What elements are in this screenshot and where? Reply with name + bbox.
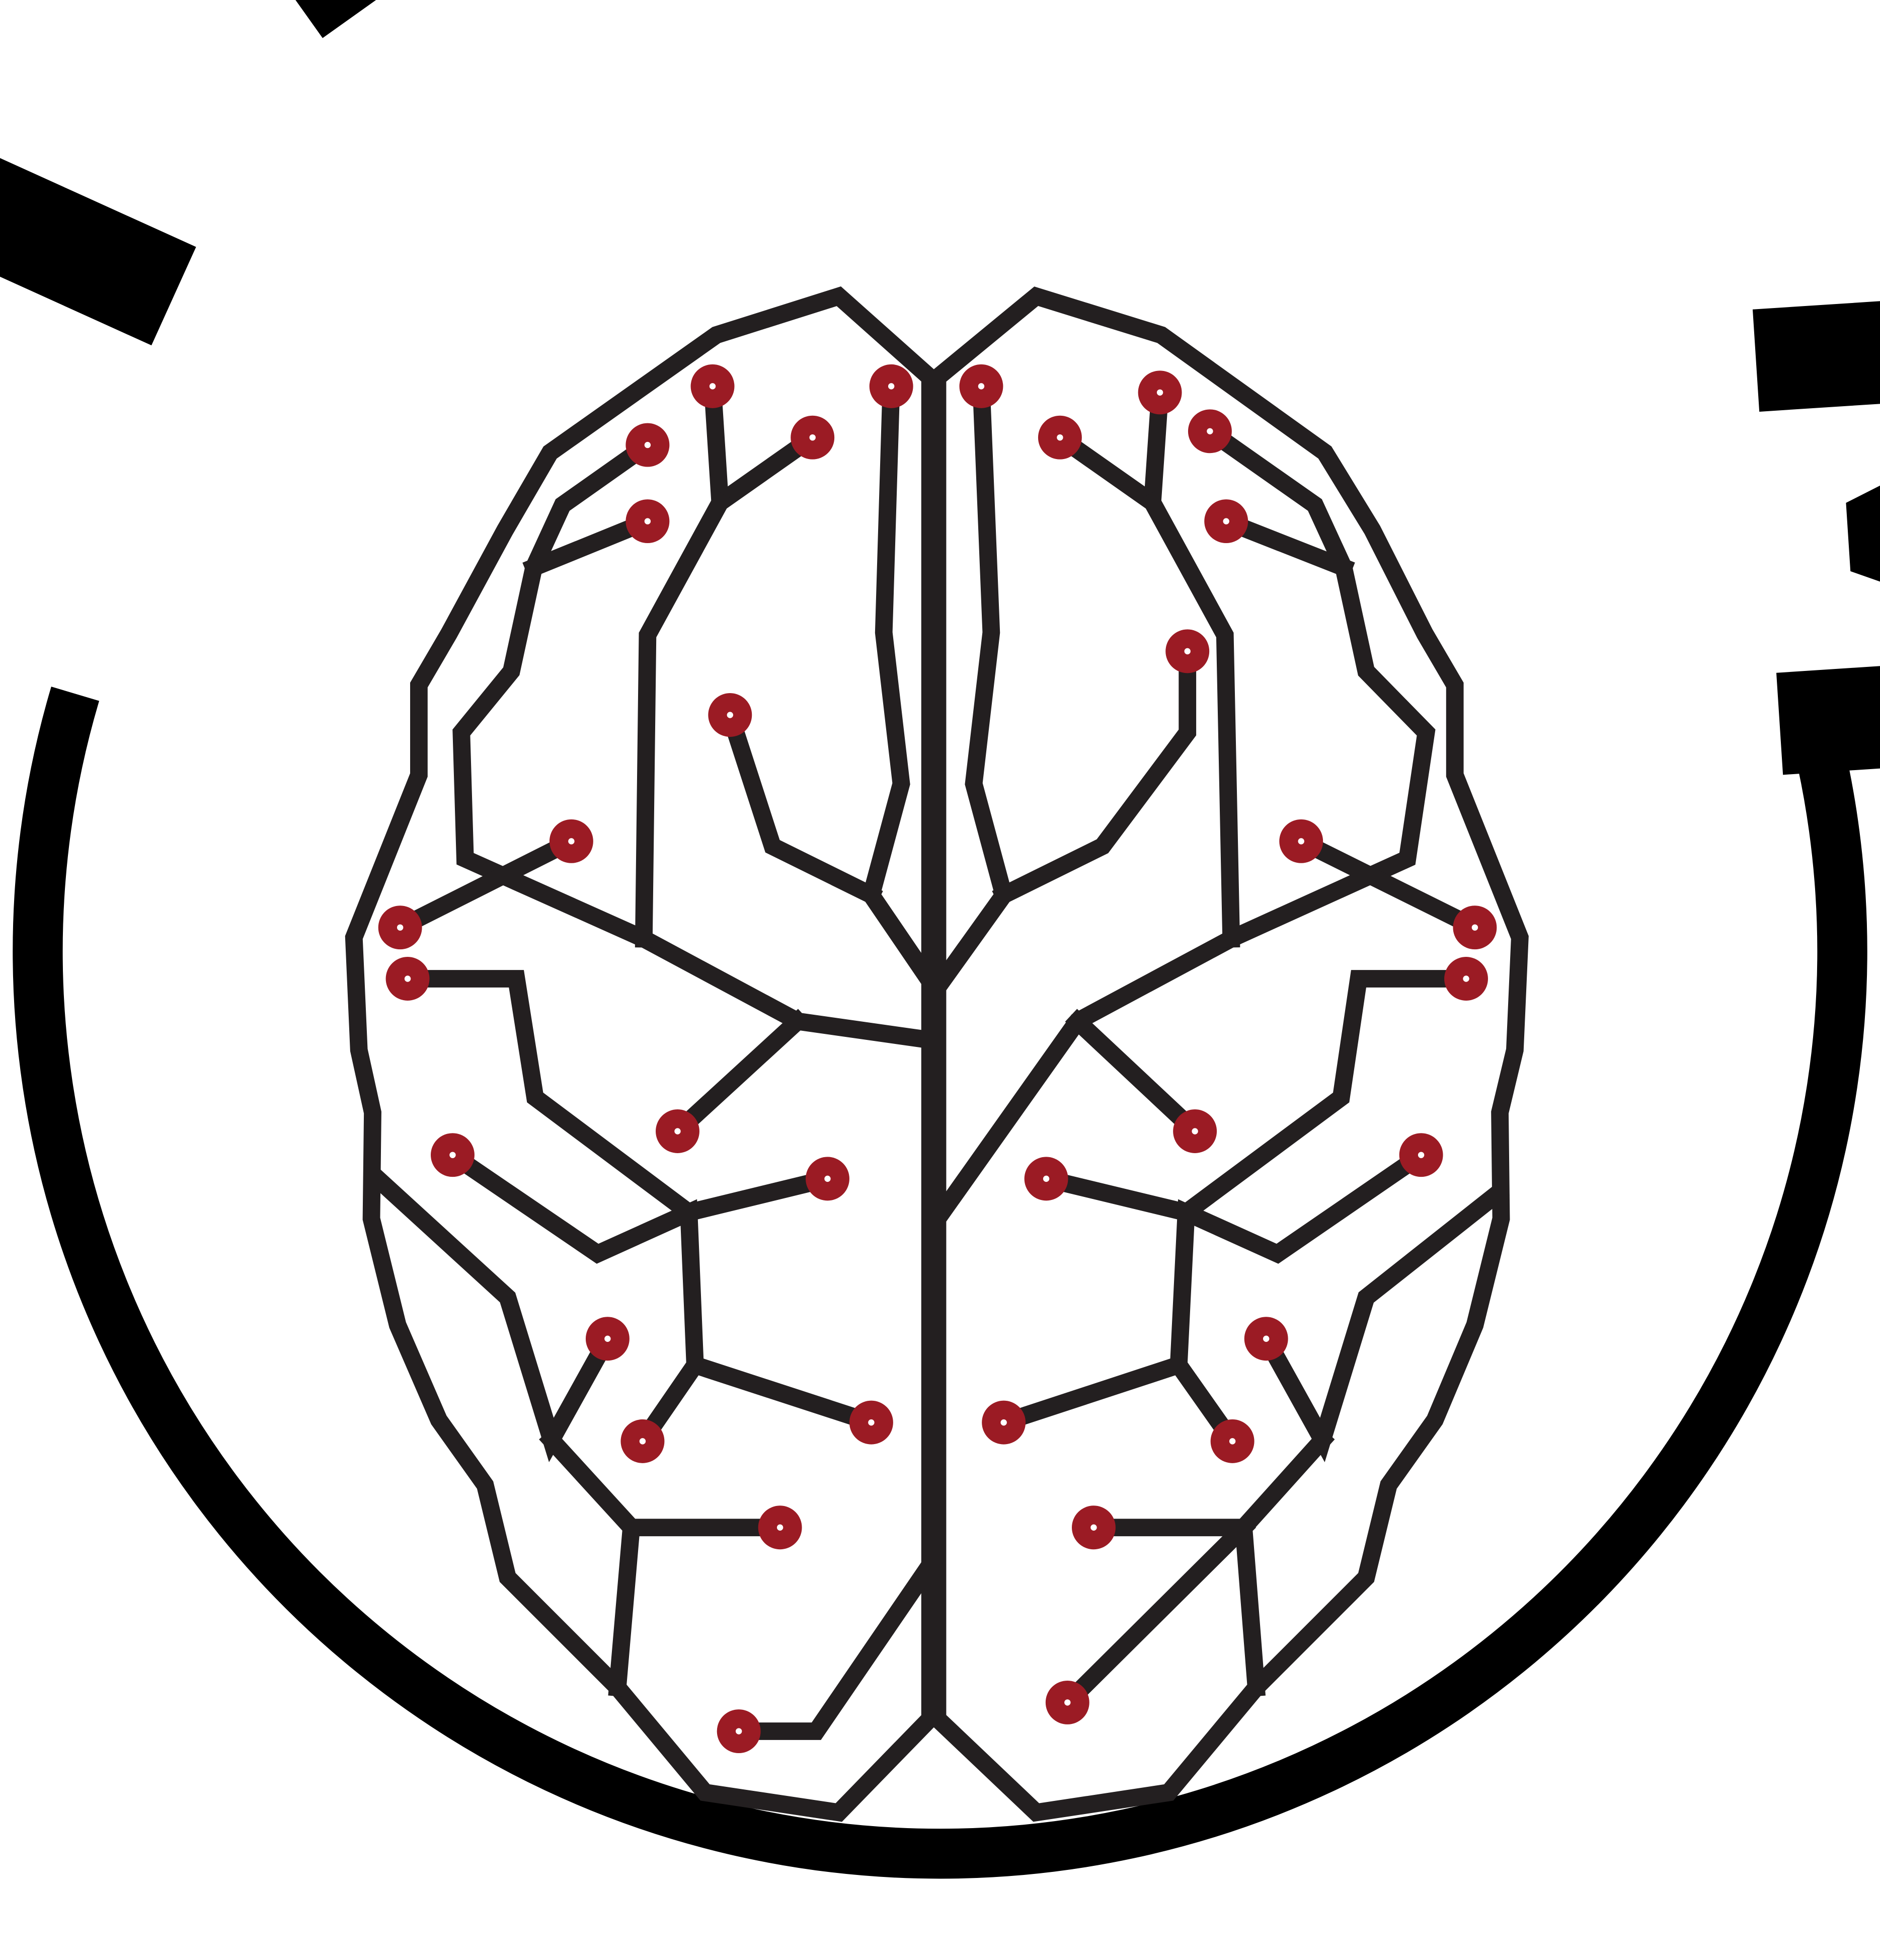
trace [861, 377, 943, 994]
ring-arc [13, 687, 1867, 1879]
circuit-node-icon [625, 423, 670, 467]
trace [1036, 970, 1475, 1222]
trace [992, 642, 1197, 907]
circuit-node-icon [1453, 906, 1497, 950]
trace [730, 1553, 943, 1740]
trace [1085, 1427, 1335, 1537]
right-circuit-traces [925, 377, 1510, 1715]
trace [1065, 1009, 1208, 1144]
circuit-node-icon [791, 415, 835, 460]
circuit-node-icon [625, 499, 670, 544]
circuit-node-icon [620, 1419, 665, 1463]
circuit-node-icon [656, 1109, 699, 1153]
left-hemisphere-outline [345, 286, 939, 1822]
circuit-node-icon [1138, 370, 1182, 415]
trace [665, 1009, 810, 1144]
circuit-node-icon [708, 693, 752, 737]
trace [399, 970, 838, 1222]
circuit-node-icon [1165, 629, 1210, 673]
circuit-node-icon [982, 1400, 1026, 1445]
trace [365, 1166, 620, 1463]
circuit-node-icon [1173, 1109, 1217, 1153]
outer-ring [13, 687, 1867, 1879]
circuit-node-icon [1204, 499, 1248, 544]
circuit-node-icon [849, 1400, 893, 1445]
circuit-node-icon [1210, 1419, 1255, 1463]
circuit-node-icon [1279, 819, 1323, 863]
trace [388, 829, 583, 940]
circuit-node-icon [1244, 1317, 1288, 1361]
trace [925, 377, 1013, 1000]
left-circuit-traces [365, 376, 943, 1740]
right-hemisphere-outline [928, 286, 1529, 1822]
trace [635, 490, 732, 948]
circuit-node-icon [1024, 1157, 1068, 1201]
circuit-node-icon [1444, 957, 1488, 1001]
circuit-node-icon [585, 1317, 630, 1361]
circuit-node-icon [549, 819, 593, 863]
circuit-node-icon [1399, 1133, 1443, 1177]
circuit-node-icon [431, 1133, 475, 1177]
circuit-node-icon [1188, 409, 1232, 454]
circuit-node-icon [869, 364, 913, 408]
circuit-node-icon [1038, 415, 1082, 460]
trace [440, 1143, 883, 1434]
trace [1055, 1515, 1257, 1715]
trace [1234, 1518, 1266, 1697]
circuit-node-icon [959, 364, 1003, 408]
trace [1289, 830, 1487, 939]
trace [1254, 1181, 1510, 1463]
trace [452, 432, 940, 1050]
circuit-node-icon [717, 1709, 761, 1753]
trace [925, 419, 1436, 1231]
circuit-node-icon [385, 957, 430, 1001]
trace [1140, 490, 1240, 948]
circuit-node-icon [1045, 1680, 1089, 1724]
circuit-node-icon [690, 364, 735, 408]
circuit-node-icon [806, 1157, 849, 1201]
circuit-nodes [378, 364, 1497, 1753]
circuit-node-icon [1072, 1505, 1116, 1550]
trace [608, 1518, 641, 1697]
brain-circuit-icon [345, 286, 1529, 1822]
trace [992, 1143, 1434, 1434]
trace [719, 704, 883, 907]
trace [539, 1427, 789, 1537]
circuit-node-icon [378, 906, 422, 950]
circuit-node-icon [758, 1505, 802, 1550]
